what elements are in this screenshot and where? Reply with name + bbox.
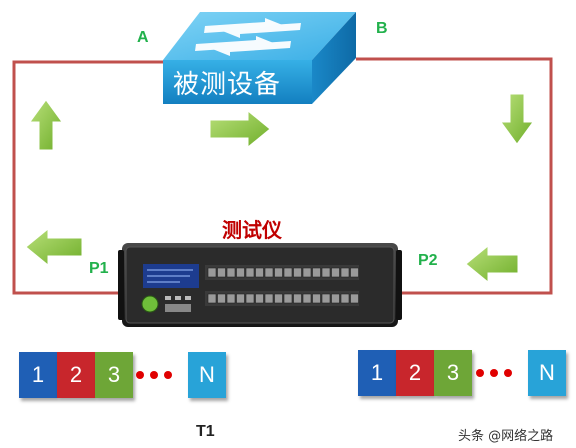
tester-port — [236, 267, 245, 278]
tester-port — [255, 293, 264, 304]
tester-port — [217, 267, 226, 278]
flow-arrow-left-bottom — [25, 227, 83, 267]
frame-box-n: N — [188, 352, 226, 398]
port-p2-label: P2 — [418, 252, 438, 269]
tester-port — [350, 267, 359, 278]
ellipsis-dot — [504, 369, 512, 377]
tester-port — [302, 267, 312, 278]
left-sequence-caption: T1 — [196, 423, 215, 440]
frame-box-1: 1 — [358, 350, 396, 396]
tester-port — [350, 293, 359, 304]
frame-box-3: 3 — [434, 350, 472, 396]
tester-port — [321, 293, 331, 304]
tester-port — [283, 267, 293, 278]
switch-arrows-icon — [195, 18, 301, 56]
frame-box-3: 3 — [95, 352, 133, 398]
ellipsis-dot — [490, 369, 498, 377]
frame-box-2: 2 — [57, 352, 95, 398]
flow-arrow-right-top — [209, 109, 271, 149]
tester-port — [340, 267, 350, 278]
flow-arrow-left-right — [465, 244, 519, 284]
point-a-label: A — [137, 29, 149, 46]
tester-port — [245, 293, 255, 304]
tester-port — [226, 293, 236, 304]
tester-port — [293, 293, 302, 304]
power-icon — [141, 295, 159, 313]
tester-title: 测试仪 — [222, 218, 282, 242]
ellipsis-dot — [164, 371, 172, 379]
frame-box-n: N — [528, 350, 566, 396]
tester-port — [236, 293, 245, 304]
switch-device — [163, 12, 356, 104]
tester-port — [312, 293, 321, 304]
ellipsis-dot — [136, 371, 144, 379]
tester-port — [217, 293, 226, 304]
tester-device — [118, 243, 402, 327]
tester-port — [302, 293, 312, 304]
tester-port — [264, 267, 274, 278]
tester-port — [283, 293, 293, 304]
frame-box-2: 2 — [396, 350, 434, 396]
point-b-label: B — [376, 20, 388, 37]
tester-port — [264, 293, 274, 304]
device-under-test-label: 被测设备 — [173, 70, 282, 100]
tester-port — [274, 267, 283, 278]
tester-port — [207, 293, 217, 304]
port-p1-label: P1 — [89, 260, 109, 277]
flow-arrow-down-right — [500, 93, 534, 145]
tester-port — [207, 267, 217, 278]
tester-port — [340, 293, 350, 304]
signal-path — [12, 57, 553, 295]
tester-port — [255, 267, 264, 278]
frame-box-1: 1 — [19, 352, 57, 398]
tester-port — [245, 267, 255, 278]
ellipsis-dot — [150, 371, 158, 379]
watermark: 头条 @网络之路 — [458, 429, 554, 444]
tester-port — [226, 267, 236, 278]
tester-ports — [205, 265, 359, 306]
ellipsis-dot — [476, 369, 484, 377]
tester-port — [274, 293, 283, 304]
tester-port — [331, 267, 340, 278]
tester-port — [293, 267, 302, 278]
tester-port — [312, 267, 321, 278]
tester-port — [331, 293, 340, 304]
tester-port — [321, 267, 331, 278]
flow-arrow-up-left — [29, 99, 63, 151]
